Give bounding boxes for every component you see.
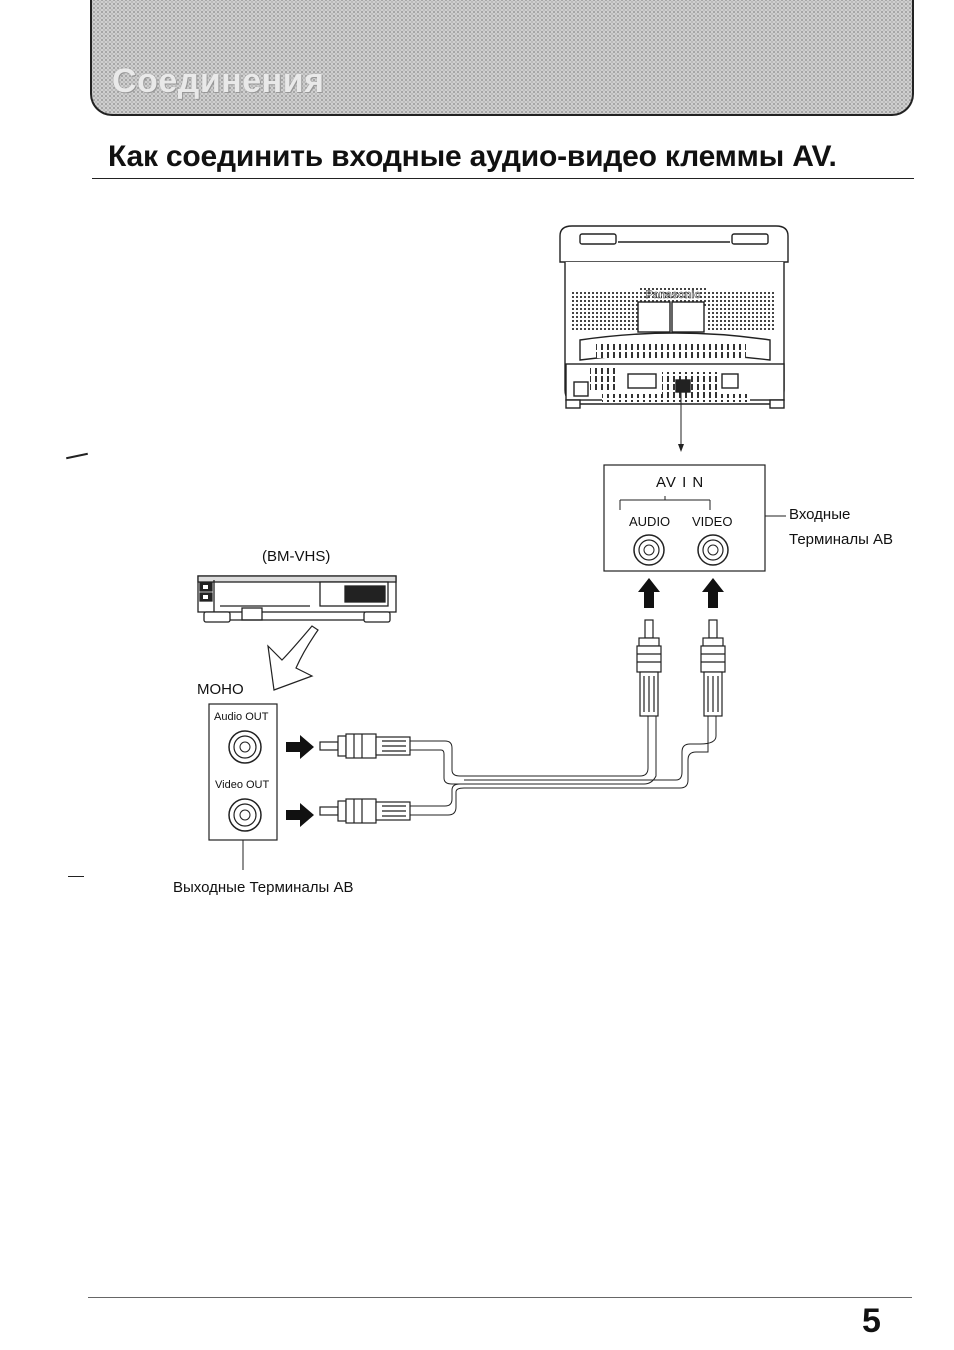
tv-brand-logo: Panasonic <box>645 289 700 301</box>
av-in-title: AV I N <box>656 474 705 491</box>
tv-rear-view <box>559 225 789 409</box>
av-in-callout-line2: Терминалы АВ <box>789 531 894 548</box>
mono-mode-label: МОНО <box>197 681 244 698</box>
page-heading: Как соединить входные аудио-видео клеммы… <box>108 140 837 173</box>
rca-plug-audio-vertical <box>636 619 662 717</box>
footer-rule <box>88 1297 912 1298</box>
arrow-up-video <box>702 578 724 608</box>
av-cable <box>410 716 717 816</box>
heading-underline <box>92 178 914 179</box>
vcr-device <box>197 575 397 623</box>
vcr-label: (ВМ-VHS) <box>262 548 331 565</box>
av-in-audio-label: AUDIO <box>629 514 671 529</box>
rca-plug-video-horizontal <box>319 798 411 824</box>
section-title: Соединения <box>112 62 325 100</box>
av-in-panel <box>603 464 766 572</box>
page-number: 5 <box>862 1302 881 1340</box>
arrow-right-audio <box>286 735 314 759</box>
video-out-label: Video OUT <box>215 779 270 791</box>
section-banner <box>90 0 914 116</box>
arrow-up-audio <box>638 578 660 608</box>
output-callout: Выходные Терминалы АВ <box>173 879 354 896</box>
margin-mark-bottom <box>68 876 84 877</box>
rca-plug-video-vertical <box>700 619 726 717</box>
av-in-callout-line1: Входные <box>789 506 851 523</box>
av-in-video-label: VIDEO <box>692 514 733 529</box>
curved-arrow <box>267 625 319 691</box>
arrow-right-video <box>286 803 314 827</box>
audio-out-label: Audio OUT <box>214 711 269 723</box>
rca-plug-audio-horizontal <box>319 733 411 759</box>
